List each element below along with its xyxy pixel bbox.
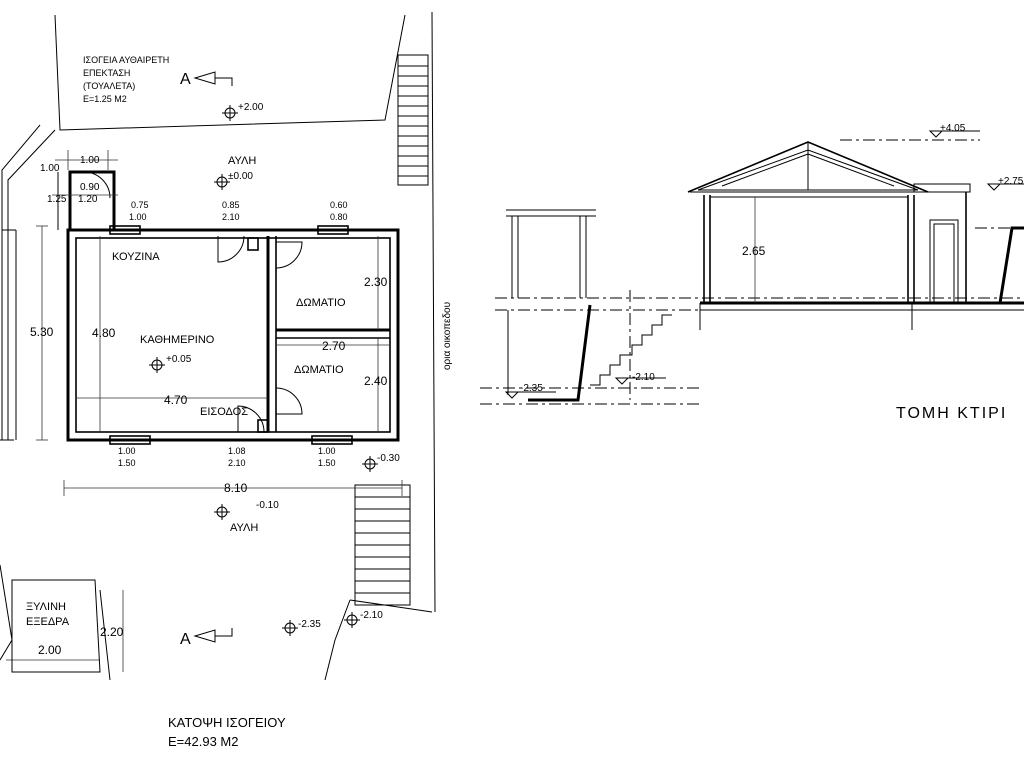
stairs-top xyxy=(397,54,429,186)
window-1-height: 1.00 xyxy=(129,212,147,222)
dim-width-270: 2.70 xyxy=(322,339,346,353)
level-courtyard-bottom: -0.10 xyxy=(256,500,279,511)
level-courtyard-top: ±0.00 xyxy=(228,171,253,182)
bottom-window-2-height: 1.50 xyxy=(318,458,336,468)
dim-room-230: 2.30 xyxy=(364,275,388,289)
bottom-window-2-width: 1.00 xyxy=(318,446,336,456)
dim-toilet-090: 0.90 xyxy=(80,182,100,193)
courtyard-label-bottom: ΑΥΛΗ xyxy=(230,522,258,534)
dim-height-530: 5.30 xyxy=(30,325,54,339)
bottom-window-1-height: 1.50 xyxy=(118,458,136,468)
room-kitchen: ΚΟΥΖΙΝΑ xyxy=(112,251,160,263)
courtyard-label-top: ΑΥΛΗ xyxy=(228,155,256,167)
level-top: +2.00 xyxy=(238,102,264,113)
level-bottom-right: -2.10 xyxy=(360,610,383,621)
pergola-line-1: ΞΥΛΙΝΗ xyxy=(26,601,66,613)
window-2-width: 0.60 xyxy=(330,200,348,210)
room-living: ΚΑΘΗΜΕΡΙΝΟ xyxy=(140,334,215,346)
section-title: ΤΟΜΗ ΚΤΙΡΙ xyxy=(896,405,1007,422)
dim-room-240: 2.40 xyxy=(364,374,388,388)
section-level-left: -2.35 xyxy=(520,383,543,394)
room-bedroom-1: ΔΩΜΑΤΙΟ xyxy=(296,297,346,309)
toilet-note: ΙΣΟΓΕΙΑ ΑΥΘΑΙΡΕΤΗ ΕΠΕΚΤΑΣΗ (ΤΟΥΑΛΕΤΑ) E=… xyxy=(83,55,169,104)
section-level-right: +2.75 xyxy=(998,176,1024,187)
section-marker-bottom: A xyxy=(180,631,191,648)
section-level-mid: -2.10 xyxy=(632,372,655,383)
stairs-bottom xyxy=(354,484,411,606)
section-arrow-bottom xyxy=(193,628,233,643)
section-arrow-top xyxy=(193,71,233,86)
toilet-note-line-4: E=1.25 M2 xyxy=(83,94,127,104)
dim-pergola-220: 2.20 xyxy=(100,625,124,639)
pergola-line-2: ΕΞΕΔΡΑ xyxy=(26,616,70,628)
bottom-door-height: 2.10 xyxy=(228,458,246,468)
bottom-door-width: 1.08 xyxy=(228,446,246,456)
toilet-note-line-1: ΙΣΟΓΕΙΑ ΑΥΘΑΙΡΕΤΗ xyxy=(83,55,169,65)
dim-width-470: 4.70 xyxy=(164,393,188,407)
bottom-window-1-width: 1.00 xyxy=(118,446,136,456)
pergola-outline xyxy=(11,579,101,673)
section-drawing xyxy=(480,130,1024,405)
toilet-note-line-3: (ΤΟΥΑΛΕΤΑ) xyxy=(83,81,135,91)
dim-toilet-120: 1.20 xyxy=(78,194,98,205)
room-bedroom-2: ΔΩΜΑΤΙΟ xyxy=(294,364,344,376)
dim-total-810: 8.10 xyxy=(224,481,248,495)
building-walls xyxy=(57,170,400,445)
toilet-note-line-2: ΕΠΕΚΤΑΣΗ xyxy=(83,68,130,78)
plan-area: E=42.93 M2 xyxy=(168,734,238,749)
plot-boundary-label: ορια οικοπεδου xyxy=(442,302,453,370)
dim-toilet-125: 1.25 xyxy=(47,194,67,205)
section-marker-top: A xyxy=(180,71,191,88)
level-bottom-left: -2.35 xyxy=(298,619,321,630)
dim-toilet-width-1: 1.00 xyxy=(80,155,100,166)
level-right-bottom: -0.30 xyxy=(377,453,400,464)
section-level-roof: +4.05 xyxy=(940,123,966,134)
level-living: +0.05 xyxy=(166,354,192,365)
plan-title: ΚΑΤΟΨΗ ΙΣΟΓΕΙΟΥ xyxy=(168,715,286,730)
door-1-height: 2.10 xyxy=(222,212,240,222)
dim-toilet-offset: 1.00 xyxy=(40,163,60,174)
room-entrance: ΕΙΣΟΔΟΣ xyxy=(200,406,248,418)
window-1-width: 0.75 xyxy=(131,200,149,210)
dim-pergola-200: 2.00 xyxy=(38,643,62,657)
dimension-lines xyxy=(6,150,403,672)
door-1-width: 0.85 xyxy=(222,200,240,210)
section-height: 2.65 xyxy=(742,244,766,258)
site-boundaries xyxy=(0,11,436,681)
dim-height-480: 4.80 xyxy=(92,326,116,340)
level-markers xyxy=(149,105,378,636)
window-2-height: 0.80 xyxy=(330,212,348,222)
